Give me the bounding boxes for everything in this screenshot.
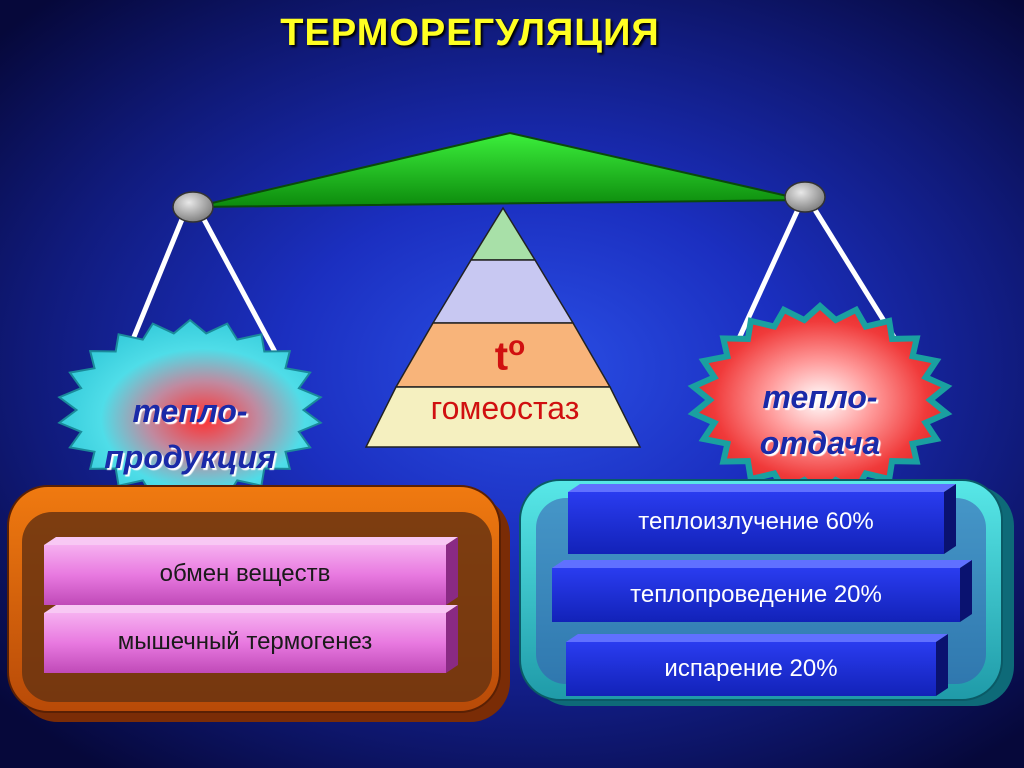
muscle-thermogenesis-bar <box>44 605 458 673</box>
temperature-label: to <box>494 330 526 379</box>
heat-loss-label: тепло- отдача <box>759 379 881 461</box>
right-pivot-knob <box>784 181 826 213</box>
scale-beam <box>194 131 806 208</box>
homeostasis-pyramid <box>364 206 642 448</box>
radiation-text: теплоизлучение 60% <box>638 508 874 535</box>
conduction-text: теплопроведение 20% <box>630 581 882 608</box>
radiation-bar <box>568 484 956 554</box>
evaporation-text: испарение 20% <box>664 655 838 682</box>
homeostasis-label: гомеостаз <box>430 390 580 426</box>
left-pivot-knob <box>172 191 214 223</box>
muscle-thermogenesis-text: мышечный термогенез <box>117 628 373 655</box>
evaporation-bar <box>566 634 948 696</box>
metabolism-text: обмен веществ <box>159 560 331 587</box>
heat-production-label: тепло- продукция <box>104 393 276 475</box>
page-title: ТЕРМОРЕГУЛЯЦИЯ <box>280 12 660 54</box>
conduction-bar <box>552 560 972 622</box>
metabolism-bar <box>44 537 458 605</box>
